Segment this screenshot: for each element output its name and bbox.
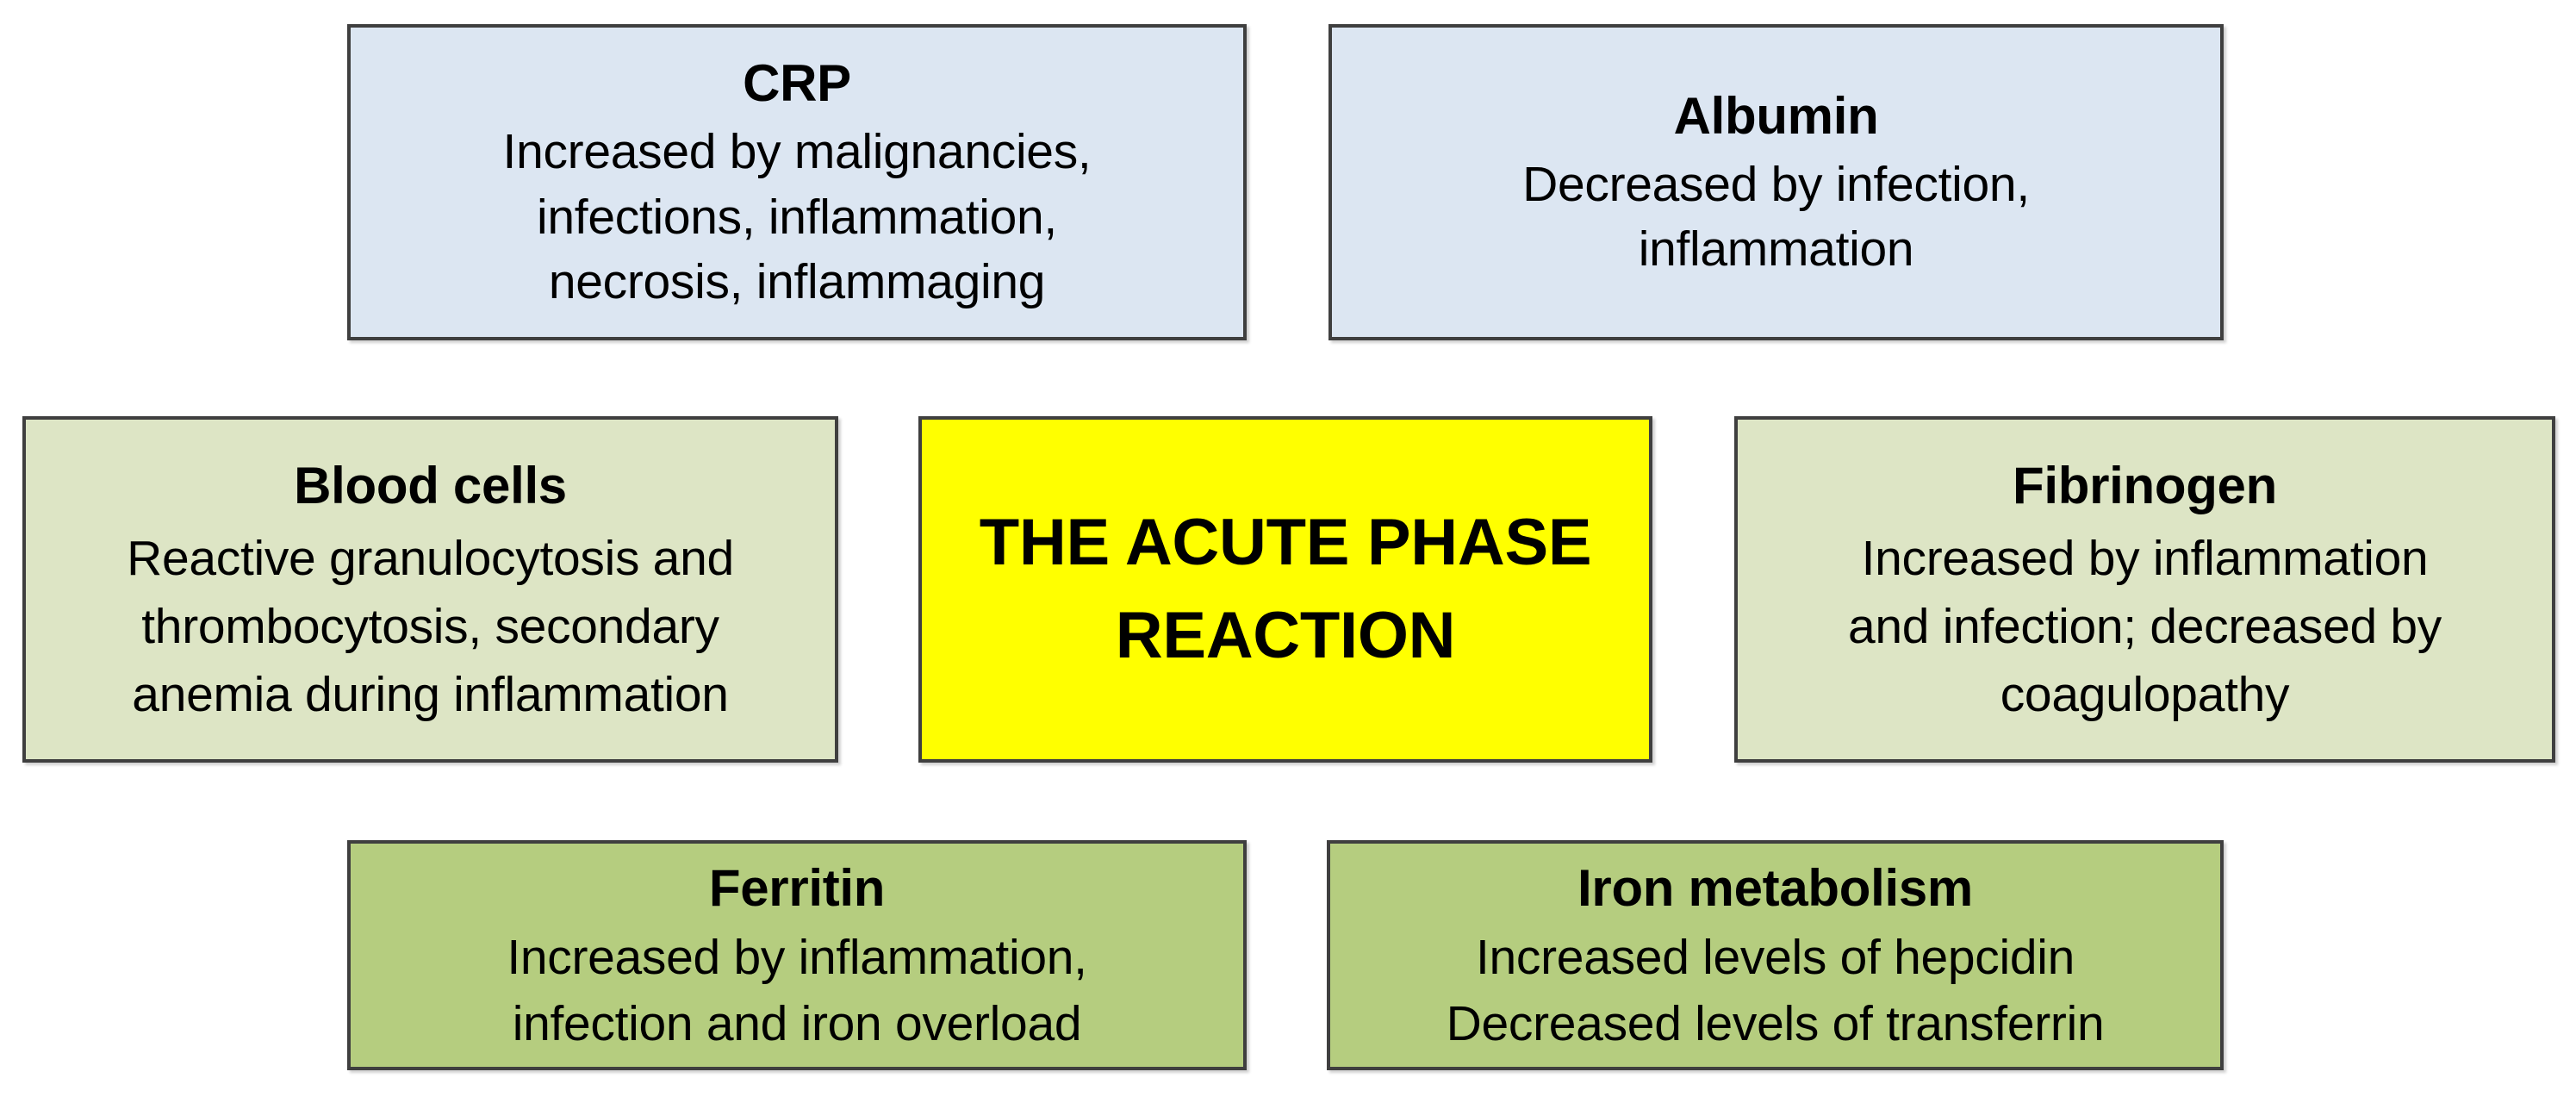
node-albumin: Albumin Decreased by infection, inflamma… <box>1328 24 2224 340</box>
node-crp-line-3: necrosis, inflammaging <box>548 254 1046 310</box>
node-iron-metabolism-title: Iron metabolism <box>1577 858 1973 917</box>
node-blood-cells-body: Reactive granulocytosis and thrombocytos… <box>38 525 823 728</box>
node-blood-cells-line-2: thrombocytosis, secondary <box>141 599 719 655</box>
node-albumin-body: Decreased by infection, inflammation <box>1344 153 2208 284</box>
node-acute-phase-reaction: THE ACUTE PHASE REACTION <box>918 416 1652 763</box>
node-crp: CRP Increased by malignancies, infection… <box>347 24 1247 340</box>
node-blood-cells-title: Blood cells <box>294 456 567 514</box>
node-ferritin-line-2: infection and iron overload <box>512 995 1082 1051</box>
node-ferritin: Ferritin Increased by inflammation, infe… <box>347 840 1247 1070</box>
node-iron-metabolism: Iron metabolism Increased levels of hepc… <box>1327 840 2224 1070</box>
node-albumin-title: Albumin <box>1673 86 1879 145</box>
node-crp-body: Increased by malignancies, infections, i… <box>363 120 1231 315</box>
node-blood-cells-line-1: Reactive granulocytosis and <box>127 531 734 587</box>
node-crp-line-1: Increased by malignancies, <box>502 123 1092 179</box>
node-ferritin-line-1: Increased by inflammation, <box>507 930 1087 986</box>
node-fibrinogen-line-2: and infection; decreased by <box>1847 599 2442 655</box>
node-blood-cells: Blood cells Reactive granulocytosis and … <box>22 416 838 763</box>
node-albumin-line-2: inflammation <box>1638 221 1914 277</box>
node-fibrinogen-line-3: coagulopathy <box>2000 666 2290 722</box>
node-blood-cells-line-3: anemia during inflammation <box>132 666 729 722</box>
node-iron-metabolism-line-1: Increased levels of hepcidin <box>1475 930 2075 986</box>
node-fibrinogen-line-1: Increased by inflammation <box>1861 531 2429 587</box>
node-fibrinogen-title: Fibrinogen <box>2013 456 2277 514</box>
node-acute-phase-reaction-title: THE ACUTE PHASE REACTION <box>979 506 1592 672</box>
node-albumin-line-1: Decreased by infection, <box>1522 156 2030 212</box>
node-ferritin-title: Ferritin <box>708 858 886 917</box>
node-iron-metabolism-line-2: Decreased levels of transferrin <box>1446 995 2105 1051</box>
node-fibrinogen: Fibrinogen Increased by inflammation and… <box>1734 416 2555 763</box>
node-iron-metabolism-body: Increased levels of hepcidin Decreased l… <box>1342 925 2208 1056</box>
node-crp-title: CRP <box>743 53 851 112</box>
node-fibrinogen-body: Increased by inflammation and infection;… <box>1750 525 2540 728</box>
node-crp-line-2: infections, inflammation, <box>537 189 1057 245</box>
node-ferritin-body: Increased by inflammation, infection and… <box>363 925 1231 1056</box>
